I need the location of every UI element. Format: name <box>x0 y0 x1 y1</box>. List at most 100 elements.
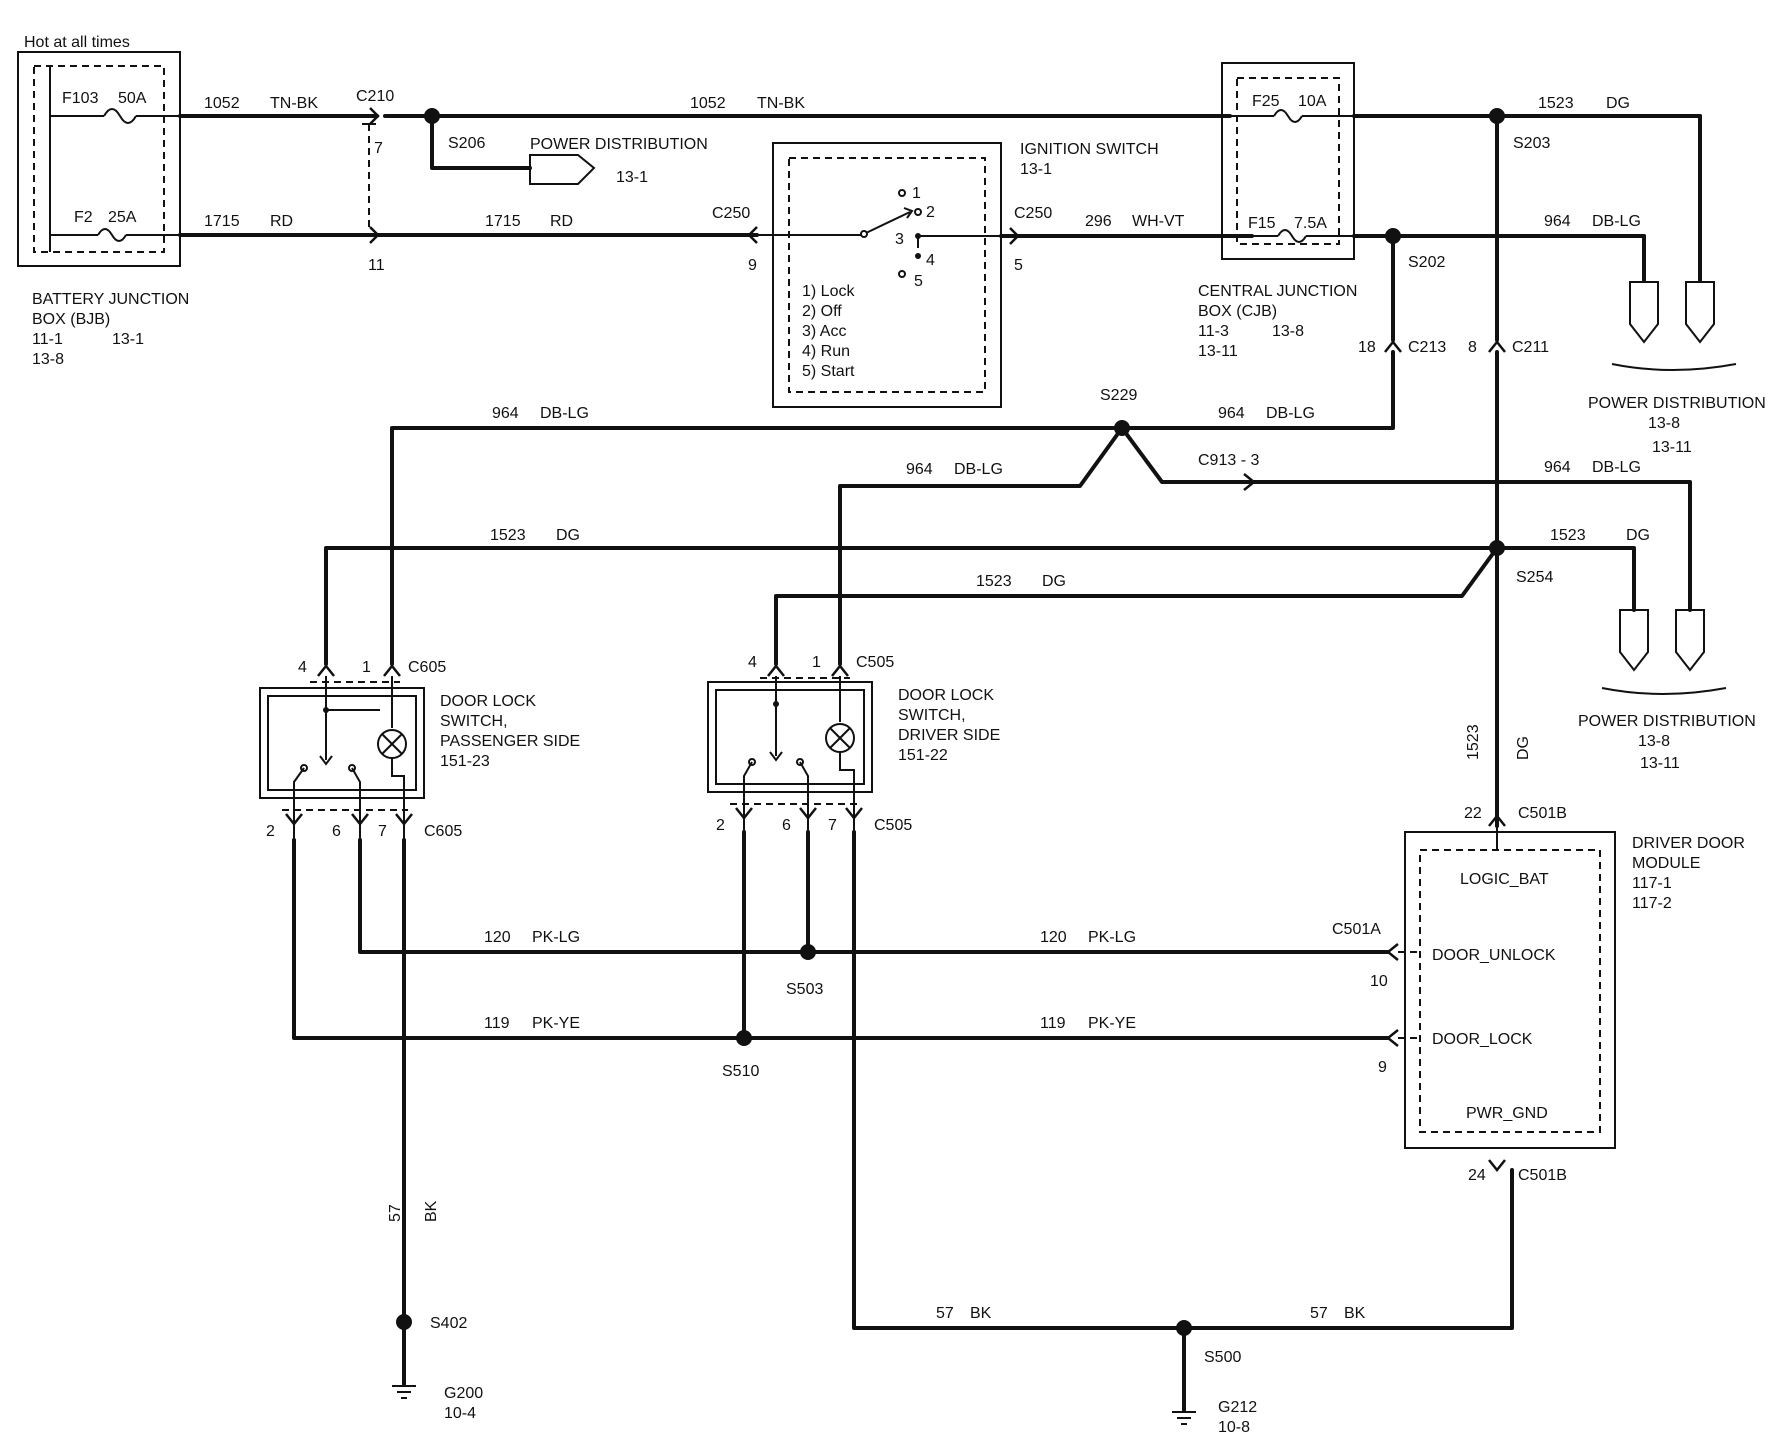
c505-pin4-arrow-icon <box>767 663 785 677</box>
power-dist-right2-connector-a-icon <box>1619 609 1649 672</box>
ddm-name-1: DRIVER DOOR <box>1632 835 1745 852</box>
ign-pin-3: 3 <box>895 231 904 248</box>
wire-57v-col: BK <box>423 1200 440 1222</box>
wire-964-network: S229 964 DB-LG 964 DB-LG 964 DB-LG C913 … <box>390 387 1692 666</box>
power-dist-top-label: POWER DISTRIBUTION <box>530 136 708 153</box>
splice-s202-label: S202 <box>1408 254 1445 271</box>
bjb-ref-1: 11-1 <box>32 331 63 348</box>
ign-pin-2: 2 <box>926 204 935 221</box>
wire-1715-num-a: 1715 <box>204 213 240 230</box>
drv-switch-line1: DOOR LOCK <box>898 687 994 704</box>
power-dist-right1-ref2: 13-11 <box>1652 439 1692 456</box>
c250-left-pin: 9 <box>748 257 757 274</box>
c913-label: C913 - 3 <box>1198 452 1259 469</box>
wire-1715-col-b: RD <box>550 213 573 230</box>
wire-120b-num: 120 <box>1040 929 1067 946</box>
c505-pin2: 2 <box>716 817 725 834</box>
power-dist-top-ref: 13-1 <box>616 169 648 186</box>
fuse-f15-icon <box>1277 229 1307 243</box>
wire-57b-col: BK <box>1344 1305 1366 1322</box>
c605-bottom-label: C605 <box>424 823 462 840</box>
drv-switch-line2: SWITCH, <box>898 707 966 724</box>
wire-964c-col: DB-LG <box>1266 405 1315 422</box>
fuse-f103-rating: 50A <box>118 90 147 107</box>
c505-pin7-arrow-icon <box>845 807 863 821</box>
wire-1523c-col: DG <box>1042 573 1066 590</box>
wire-296-num: 296 <box>1085 213 1112 230</box>
power-dist-right1-label: POWER DISTRIBUTION <box>1588 395 1766 412</box>
power-dist-right2-label: POWER DISTRIBUTION <box>1578 713 1756 730</box>
wire-1523d-col: DG <box>1626 527 1650 544</box>
c913-arrow-icon <box>1243 473 1257 491</box>
splice-s510-dot <box>736 1030 752 1046</box>
c605-pin1-arrow-icon <box>383 663 401 677</box>
power-distribution-pentagon-icon <box>529 154 596 185</box>
power-dist-right2-ref1: 13-8 <box>1638 733 1670 750</box>
wire-1715: 1715 RD 1715 RD <box>178 213 759 244</box>
c505-pin2-arrow-icon <box>735 807 753 821</box>
c505-pin4: 4 <box>748 654 757 671</box>
fuse-f2-id: F2 <box>74 209 93 226</box>
wire-57-ground: 57 BK S402 G200 10-4 S500 57 BK 57 BK G2… <box>387 830 1514 1436</box>
wire-57b-num: 57 <box>1310 1305 1328 1322</box>
connector-c213-c211: 18 C213 8 C211 <box>1120 114 1549 828</box>
c211-label: C211 <box>1512 339 1549 356</box>
splice-s500-label: S500 <box>1204 1349 1241 1366</box>
battery-junction-box: Hot at all times F103 50A F2 25A BATTERY… <box>17 34 189 368</box>
ign-pin-4: 4 <box>926 252 935 269</box>
bjb-name-1: BATTERY JUNCTION <box>32 291 189 308</box>
c501a-label: C501A <box>1332 921 1381 938</box>
c505-pin6-arrow-icon <box>799 807 817 821</box>
power-dist-right1-connector-a-icon <box>1629 281 1659 344</box>
pass-switch-line3: PASSENGER SIDE <box>440 733 580 750</box>
wire-1052-num-a: 1052 <box>204 95 240 112</box>
wire-119: S510 119 PK-YE 119 PK-YE <box>292 830 1390 1080</box>
driver-door-module: 22 C501B LOGIC_BAT DOOR_UNLOCK DOOR_LOCK… <box>1332 805 1745 1184</box>
c605-pin6-arrow-icon <box>351 813 369 827</box>
c505-pin1: 1 <box>812 654 821 671</box>
wire-1523b-num: 1523 <box>490 527 526 544</box>
ignition-contact-arm <box>865 211 911 234</box>
ground-g200-label: G200 <box>444 1385 483 1402</box>
ign-pos-start: 5) Start <box>802 363 855 380</box>
ground-g212-icon <box>1172 1411 1196 1425</box>
c605-pin6: 6 <box>332 823 341 840</box>
connector-c210: C210 7 11 <box>356 88 394 274</box>
wire-120a-col: PK-LG <box>532 929 580 946</box>
splice-s229-label: S229 <box>1100 387 1137 404</box>
wire-1052-col-a: TN-BK <box>270 95 318 112</box>
ign-pin-5: 5 <box>914 273 923 290</box>
wire-57v-num: 57 <box>387 1204 404 1222</box>
wire-964d-col: DB-LG <box>954 461 1003 478</box>
bjb-ref-2: 13-1 <box>112 331 144 348</box>
c605-pin7-arrow-icon <box>395 813 413 827</box>
c501b-top-label: C501B <box>1518 805 1567 822</box>
c210-arrow-top-icon <box>369 107 380 125</box>
wire-120b-col: PK-LG <box>1088 929 1136 946</box>
fuse-f25-icon <box>1273 109 1303 123</box>
fuse-f25-id: F25 <box>1252 93 1280 110</box>
wire-119a-num: 119 <box>484 1015 510 1032</box>
splice-s402-dot <box>396 1314 412 1330</box>
ignition-ref: 13-1 <box>1020 161 1052 178</box>
c210-arrow-bottom-icon <box>369 226 380 244</box>
fuse-f15-rating: 7.5A <box>1294 215 1327 232</box>
splice-s500-dot <box>1176 1320 1192 1336</box>
ddm-ref-2: 117-2 <box>1632 895 1672 912</box>
c501a-pin10: 10 <box>1370 973 1388 990</box>
wire-1523v-col: DG <box>1515 736 1532 760</box>
wire-964e-col: DB-LG <box>1592 459 1641 476</box>
ground-g212-ref: 10-8 <box>1218 1419 1250 1436</box>
wire-964b-num: 964 <box>492 405 519 422</box>
fuse-f103-id: F103 <box>62 90 99 107</box>
ign-pos-acc: 3) Acc <box>802 323 846 340</box>
fuse-f2-rating: 25A <box>108 209 137 226</box>
wire-1052: 1052 TN-BK 1052 TN-BK S206 POWER DISTRIB… <box>178 95 1232 186</box>
c605-pin1: 1 <box>362 659 371 676</box>
c501b-bottom-arrow-icon <box>1488 1159 1506 1173</box>
splice-s503-dot <box>800 944 816 960</box>
bjb-ref-3: 13-8 <box>32 351 64 368</box>
ddm-pwr-gnd: PWR_GND <box>1466 1105 1548 1122</box>
ddm-logic-bat: LOGIC_BAT <box>1460 871 1549 888</box>
c501b-pin24: 24 <box>1468 1167 1486 1184</box>
